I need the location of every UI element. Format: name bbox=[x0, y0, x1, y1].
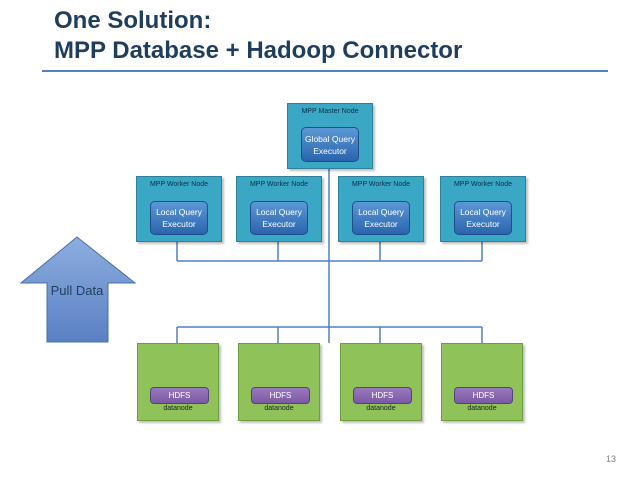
hdfs-badge: HDFS bbox=[150, 387, 209, 404]
slide-title: One Solution: MPP Database + Hadoop Conn… bbox=[54, 6, 462, 66]
local-query-executor: Local Query Executor bbox=[454, 201, 512, 235]
mpp-worker-node: MPP Worker Node Local Query Executor bbox=[236, 176, 322, 242]
hdfs-badge: HDFS bbox=[454, 387, 513, 404]
mpp-master-node: MPP Master Node Global Query Executor bbox=[287, 103, 373, 169]
title-underline bbox=[42, 70, 608, 72]
page-number: 13 bbox=[605, 454, 616, 464]
worker-node-label: MPP Worker Node bbox=[453, 181, 513, 188]
title-line-1: One Solution: bbox=[54, 7, 212, 34]
datanode-label: datanode bbox=[163, 405, 193, 412]
hdfs-datanode: HDFS datanode bbox=[238, 343, 320, 421]
mpp-worker-node: MPP Worker Node Local Query Executor bbox=[440, 176, 526, 242]
hdfs-datanode: HDFS datanode bbox=[137, 343, 219, 421]
hdfs-badge: HDFS bbox=[251, 387, 310, 404]
local-query-executor: Local Query Executor bbox=[352, 201, 410, 235]
pull-data-label: Pull Data bbox=[50, 283, 104, 298]
mpp-worker-node: MPP Worker Node Local Query Executor bbox=[338, 176, 424, 242]
global-query-executor: Global Query Executor bbox=[301, 127, 359, 162]
hdfs-datanode: HDFS datanode bbox=[340, 343, 422, 421]
mpp-worker-node: MPP Worker Node Local Query Executor bbox=[136, 176, 222, 242]
local-query-executor: Local Query Executor bbox=[150, 201, 208, 235]
local-query-executor: Local Query Executor bbox=[250, 201, 308, 235]
datanode-label: datanode bbox=[366, 405, 396, 412]
worker-node-label: MPP Worker Node bbox=[149, 181, 209, 188]
worker-node-label: MPP Worker Node bbox=[249, 181, 309, 188]
up-arrow-icon bbox=[20, 236, 137, 343]
worker-node-label: MPP Worker Node bbox=[351, 181, 411, 188]
hdfs-datanode: HDFS datanode bbox=[441, 343, 523, 421]
datanode-label: datanode bbox=[467, 405, 497, 412]
master-node-label: MPP Master Node bbox=[301, 108, 359, 115]
datanode-label: datanode bbox=[264, 405, 294, 412]
hdfs-badge: HDFS bbox=[353, 387, 412, 404]
title-line-2: MPP Database + Hadoop Connector bbox=[54, 37, 463, 64]
